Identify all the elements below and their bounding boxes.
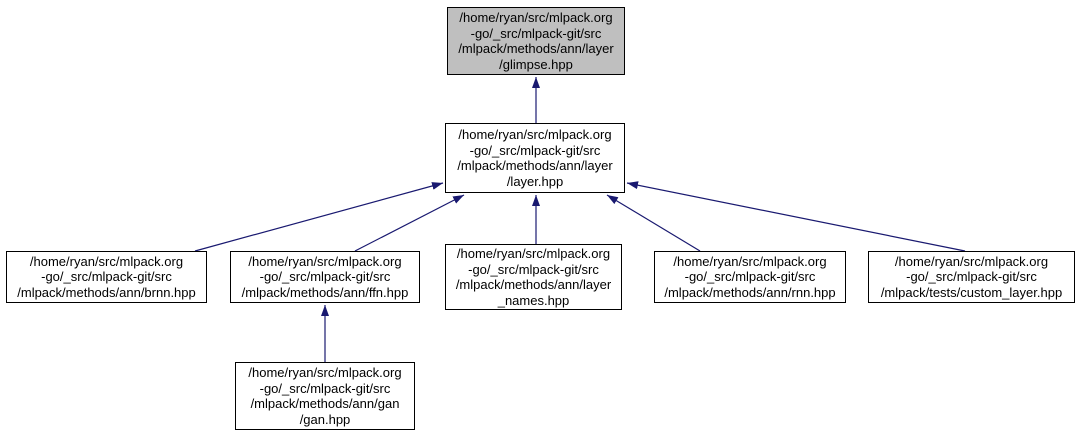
node-label-line: -go/_src/mlpack-git/src <box>470 25 602 41</box>
node-label-line: /home/ryan/src/mlpack.org <box>673 253 827 269</box>
node-label-line: _names.hpp <box>497 292 570 308</box>
node-label-line: /home/ryan/src/mlpack.org <box>456 246 611 261</box>
node-label-line: /mlpack/methods/ann/layer <box>455 277 612 292</box>
node-label-line: -go/_src/mlpack-git/src <box>259 269 391 285</box>
node-brnn-hpp[interactable]: /home/ryan/src/mlpack.org -go/_src/mlpac… <box>6 251 207 303</box>
node-label-line: /home/ryan/src/mlpack.org <box>458 127 612 142</box>
node-label-line: /mlpack/tests/custom_layer.hpp <box>880 284 1063 300</box>
edge-custom-layer-to-layer <box>626 181 966 252</box>
node-label-line: -go/_src/mlpack-git/src <box>684 269 816 285</box>
edge-ffn-to-layer <box>354 194 465 252</box>
node-layer-hpp[interactable]: /home/ryan/src/mlpack.org -go/_src/mlpac… <box>445 123 625 193</box>
node-label-line: /mlpack/methods/ann/gan <box>250 396 400 411</box>
node-label-line: /mlpack/methods/ann/rnn.hpp <box>664 284 836 300</box>
node-gan-hpp[interactable]: /home/ryan/src/mlpack.org -go/_src/mlpac… <box>235 362 415 430</box>
edge-brnn-to-layer <box>194 182 444 252</box>
node-label-line: /glimpse.hpp <box>499 56 573 72</box>
node-rnn-hpp[interactable]: /home/ryan/src/mlpack.org -go/_src/mlpac… <box>654 251 846 303</box>
node-label-line: -go/_src/mlpack-git/src <box>259 380 391 396</box>
node-label-line: /home/ryan/src/mlpack.org <box>894 253 1049 269</box>
node-label-line: /mlpack/methods/ann/brnn.hpp <box>17 284 196 300</box>
node-label-line: /mlpack/methods/ann/ffn.hpp <box>241 284 409 300</box>
node-label-line: /home/ryan/src/mlpack.org <box>459 10 613 25</box>
node-glimpse-hpp[interactable]: /home/ryan/src/mlpack.org -go/_src/mlpac… <box>447 7 625 75</box>
edge-rnn-to-layer <box>606 194 701 252</box>
node-label-line: -go/_src/mlpack-git/src <box>469 142 601 158</box>
node-label-line: /home/ryan/src/mlpack.org <box>29 253 184 269</box>
node-label-line: /home/ryan/src/mlpack.org <box>248 253 402 269</box>
node-label-line: /gan.hpp <box>299 411 351 427</box>
node-label-line: /mlpack/methods/ann/layer <box>458 41 614 56</box>
node-label-line: /home/ryan/src/mlpack.org <box>248 365 402 380</box>
node-custom-layer-hpp[interactable]: /home/ryan/src/mlpack.org -go/_src/mlpac… <box>868 251 1075 303</box>
node-label-line: -go/_src/mlpack-git/src <box>906 269 1037 285</box>
node-label-line: -go/_src/mlpack-git/src <box>468 261 599 277</box>
node-label-line: /layer.hpp <box>506 173 564 189</box>
node-label-line: -go/_src/mlpack-git/src <box>41 269 172 285</box>
node-layer-names-hpp[interactable]: /home/ryan/src/mlpack.org -go/_src/mlpac… <box>445 244 622 310</box>
node-ffn-hpp[interactable]: /home/ryan/src/mlpack.org -go/_src/mlpac… <box>230 251 420 303</box>
node-label-line: /mlpack/methods/ann/layer <box>457 158 613 173</box>
